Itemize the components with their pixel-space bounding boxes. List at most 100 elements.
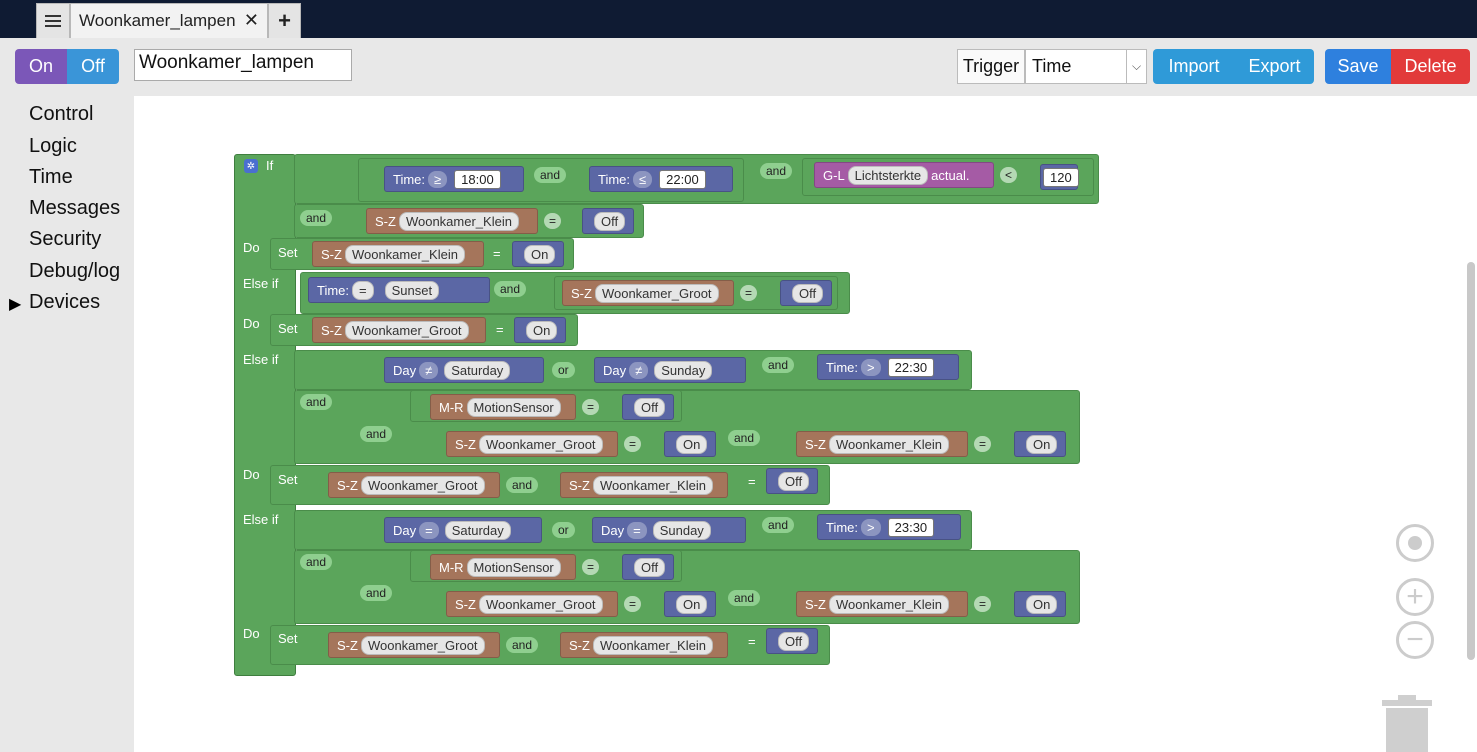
state-dropdown[interactable]: On (526, 320, 558, 340)
device-block[interactable]: S-Z Woonkamer_Groot (446, 431, 618, 457)
state-dropdown[interactable]: Off (594, 211, 626, 231)
state-block[interactable]: Off (582, 208, 634, 234)
state-block[interactable]: On (512, 241, 564, 267)
operator-dropdown[interactable]: > (861, 518, 881, 536)
and-operator[interactable]: and (300, 210, 333, 226)
state-block[interactable]: On (664, 431, 716, 457)
operator-dropdown[interactable]: ≠ (419, 361, 439, 379)
time-compare-block[interactable]: Time: ≥ 18:00 (384, 166, 524, 192)
day-dropdown[interactable]: Saturday (444, 520, 511, 540)
device-block[interactable]: S-Z Woonkamer_Groot (328, 472, 500, 498)
category-security[interactable]: Security (29, 228, 102, 250)
and-operator[interactable]: and (360, 426, 393, 442)
operator-dropdown[interactable]: = (624, 596, 642, 612)
operator-dropdown[interactable]: < (1000, 167, 1018, 183)
and-operator[interactable]: and (300, 394, 333, 410)
state-dropdown[interactable]: Off (634, 557, 666, 577)
device-dropdown[interactable]: Woonkamer_Groot (360, 475, 485, 495)
and-operator[interactable]: and (534, 167, 567, 183)
device-dropdown[interactable]: Lichtsterkte (847, 165, 929, 185)
day-compare-block[interactable]: Day ≠ Saturday (384, 357, 544, 383)
operator-dropdown[interactable]: = (544, 213, 562, 229)
day-compare-block[interactable]: Day = Sunday (592, 517, 746, 543)
operator-dropdown[interactable]: = (582, 399, 600, 415)
device-dropdown[interactable]: Woonkamer_Groot (344, 320, 469, 340)
and-operator[interactable]: and (506, 477, 539, 493)
number-block[interactable]: 120 (1040, 164, 1079, 190)
number-value[interactable]: 120 (1043, 167, 1079, 187)
vertical-scrollbar[interactable] (1467, 262, 1475, 660)
and-operator[interactable]: and (506, 637, 539, 653)
import-button[interactable]: Import (1153, 49, 1235, 84)
device-block[interactable]: S-Z Woonkamer_Groot (312, 317, 486, 343)
state-block[interactable]: Off (766, 468, 818, 494)
and-operator[interactable]: and (300, 554, 333, 570)
operator-dropdown[interactable]: ≥ (428, 170, 448, 188)
blockly-workspace[interactable]: ✲ If Do Else if Do Else if Do Else if Do… (134, 96, 1477, 752)
operator-dropdown[interactable]: ≠ (629, 361, 649, 379)
category-devices[interactable]: Devices (29, 291, 101, 313)
device-block[interactable]: S-Z Woonkamer_Klein (366, 208, 538, 234)
export-button[interactable]: Export (1235, 49, 1314, 84)
time-compare-block[interactable]: Time: = Sunset (308, 277, 490, 303)
operator-dropdown[interactable]: = (740, 285, 758, 301)
device-dropdown[interactable]: Woonkamer_Klein (828, 434, 949, 454)
and-operator[interactable]: and (728, 430, 761, 446)
trigger-select[interactable]: Time ⌵ (1025, 49, 1147, 84)
close-icon[interactable]: ✕ (243, 10, 259, 30)
gear-icon[interactable]: ✲ (244, 159, 258, 173)
state-dropdown[interactable]: On (524, 244, 556, 264)
device-dropdown[interactable]: Woonkamer_Klein (828, 594, 949, 614)
day-dropdown[interactable]: Sunday (652, 520, 711, 540)
state-block[interactable]: On (514, 317, 566, 343)
and-operator[interactable]: and (494, 281, 527, 297)
state-block[interactable]: Off (766, 628, 818, 654)
state-dropdown[interactable]: On (1026, 434, 1058, 454)
and-operator[interactable]: and (762, 517, 795, 533)
state-dropdown[interactable]: Off (634, 397, 666, 417)
state-dropdown[interactable]: Off (792, 283, 824, 303)
operator-dropdown[interactable]: = (624, 436, 642, 452)
device-dropdown[interactable]: MotionSensor (466, 557, 561, 577)
sensor-block[interactable]: G-L Lichtsterkte actual. (814, 162, 994, 188)
menu-button[interactable] (36, 3, 70, 38)
state-block[interactable]: On (664, 591, 716, 617)
device-dropdown[interactable]: Woonkamer_Groot (478, 434, 603, 454)
device-block[interactable]: S-Z Woonkamer_Groot (446, 591, 618, 617)
time-compare-block[interactable]: Time: ≤ 22:00 (589, 166, 733, 192)
device-dropdown[interactable]: Woonkamer_Groot (478, 594, 603, 614)
time-value[interactable]: 22:00 (659, 169, 706, 189)
and-operator[interactable]: and (762, 357, 795, 373)
and-operator[interactable]: and (360, 585, 393, 601)
state-block[interactable]: Off (622, 394, 674, 420)
state-dropdown[interactable]: On (676, 594, 708, 614)
operator-dropdown[interactable]: = (627, 521, 647, 539)
and-operator[interactable]: and (728, 590, 761, 606)
device-block[interactable]: M-R MotionSensor (430, 394, 576, 420)
category-control[interactable]: Control (29, 103, 94, 125)
category-logic[interactable]: Logic (29, 135, 77, 157)
device-dropdown[interactable]: Woonkamer_Klein (344, 244, 465, 264)
device-block[interactable]: S-Z Woonkamer_Klein (560, 632, 728, 658)
operator-dropdown[interactable]: = (974, 596, 992, 612)
and-operator[interactable]: and (760, 163, 793, 179)
device-block[interactable]: S-Z Woonkamer_Groot (562, 280, 734, 306)
if-block-spine[interactable] (234, 154, 296, 676)
operator-dropdown[interactable]: = (419, 521, 439, 539)
state-dropdown[interactable]: Off (778, 471, 810, 491)
state-block[interactable]: On (1014, 431, 1066, 457)
time-value[interactable]: 22:30 (887, 357, 935, 377)
zoom-out-icon[interactable]: − (1396, 621, 1434, 659)
trash-icon[interactable] (1380, 694, 1434, 752)
day-compare-block[interactable]: Day = Saturday (384, 517, 542, 543)
operator-dropdown[interactable]: ≤ (633, 170, 653, 188)
time-compare-block[interactable]: Time: > 22:30 (817, 354, 959, 380)
off-button[interactable]: Off (67, 49, 119, 84)
time-value[interactable]: 18:00 (454, 169, 501, 189)
state-block[interactable]: Off (780, 280, 832, 306)
device-block[interactable]: S-Z Woonkamer_Klein (560, 472, 728, 498)
recenter-icon[interactable] (1396, 524, 1434, 562)
time-value[interactable]: 23:30 (887, 517, 935, 537)
state-block[interactable]: Off (622, 554, 674, 580)
time-compare-block[interactable]: Time: > 23:30 (817, 514, 961, 540)
